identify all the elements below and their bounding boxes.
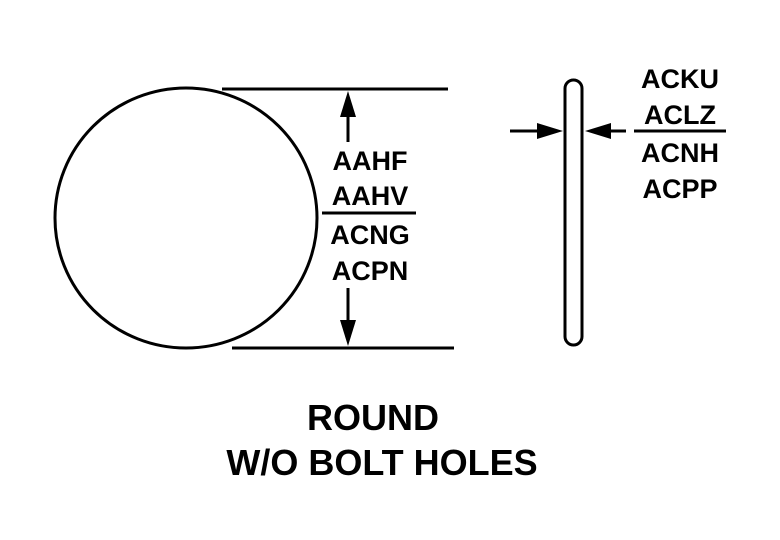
diameter-arrowhead-bottom [340, 320, 356, 346]
thickness-arrowhead-right [585, 123, 611, 139]
thickness-arrowhead-left [537, 123, 563, 139]
thickness-label-2: ACLZ [644, 100, 716, 130]
diameter-label-2: AAHV [332, 181, 409, 211]
thickness-label-1: ACKU [641, 64, 719, 94]
diameter-arrowhead-top [340, 91, 356, 117]
caption-line-2: W/O BOLT HOLES [226, 442, 537, 483]
diameter-label-3: ACNG [330, 220, 410, 250]
diameter-label-1: AAHF [333, 146, 408, 176]
thickness-label-3: ACNH [641, 138, 719, 168]
round-face-circle [53, 86, 319, 350]
diameter-label-4: ACPN [332, 256, 409, 286]
edge-view-bar [563, 78, 584, 347]
caption-line-1: ROUND [307, 397, 439, 438]
thickness-label-4: ACPP [642, 174, 717, 204]
